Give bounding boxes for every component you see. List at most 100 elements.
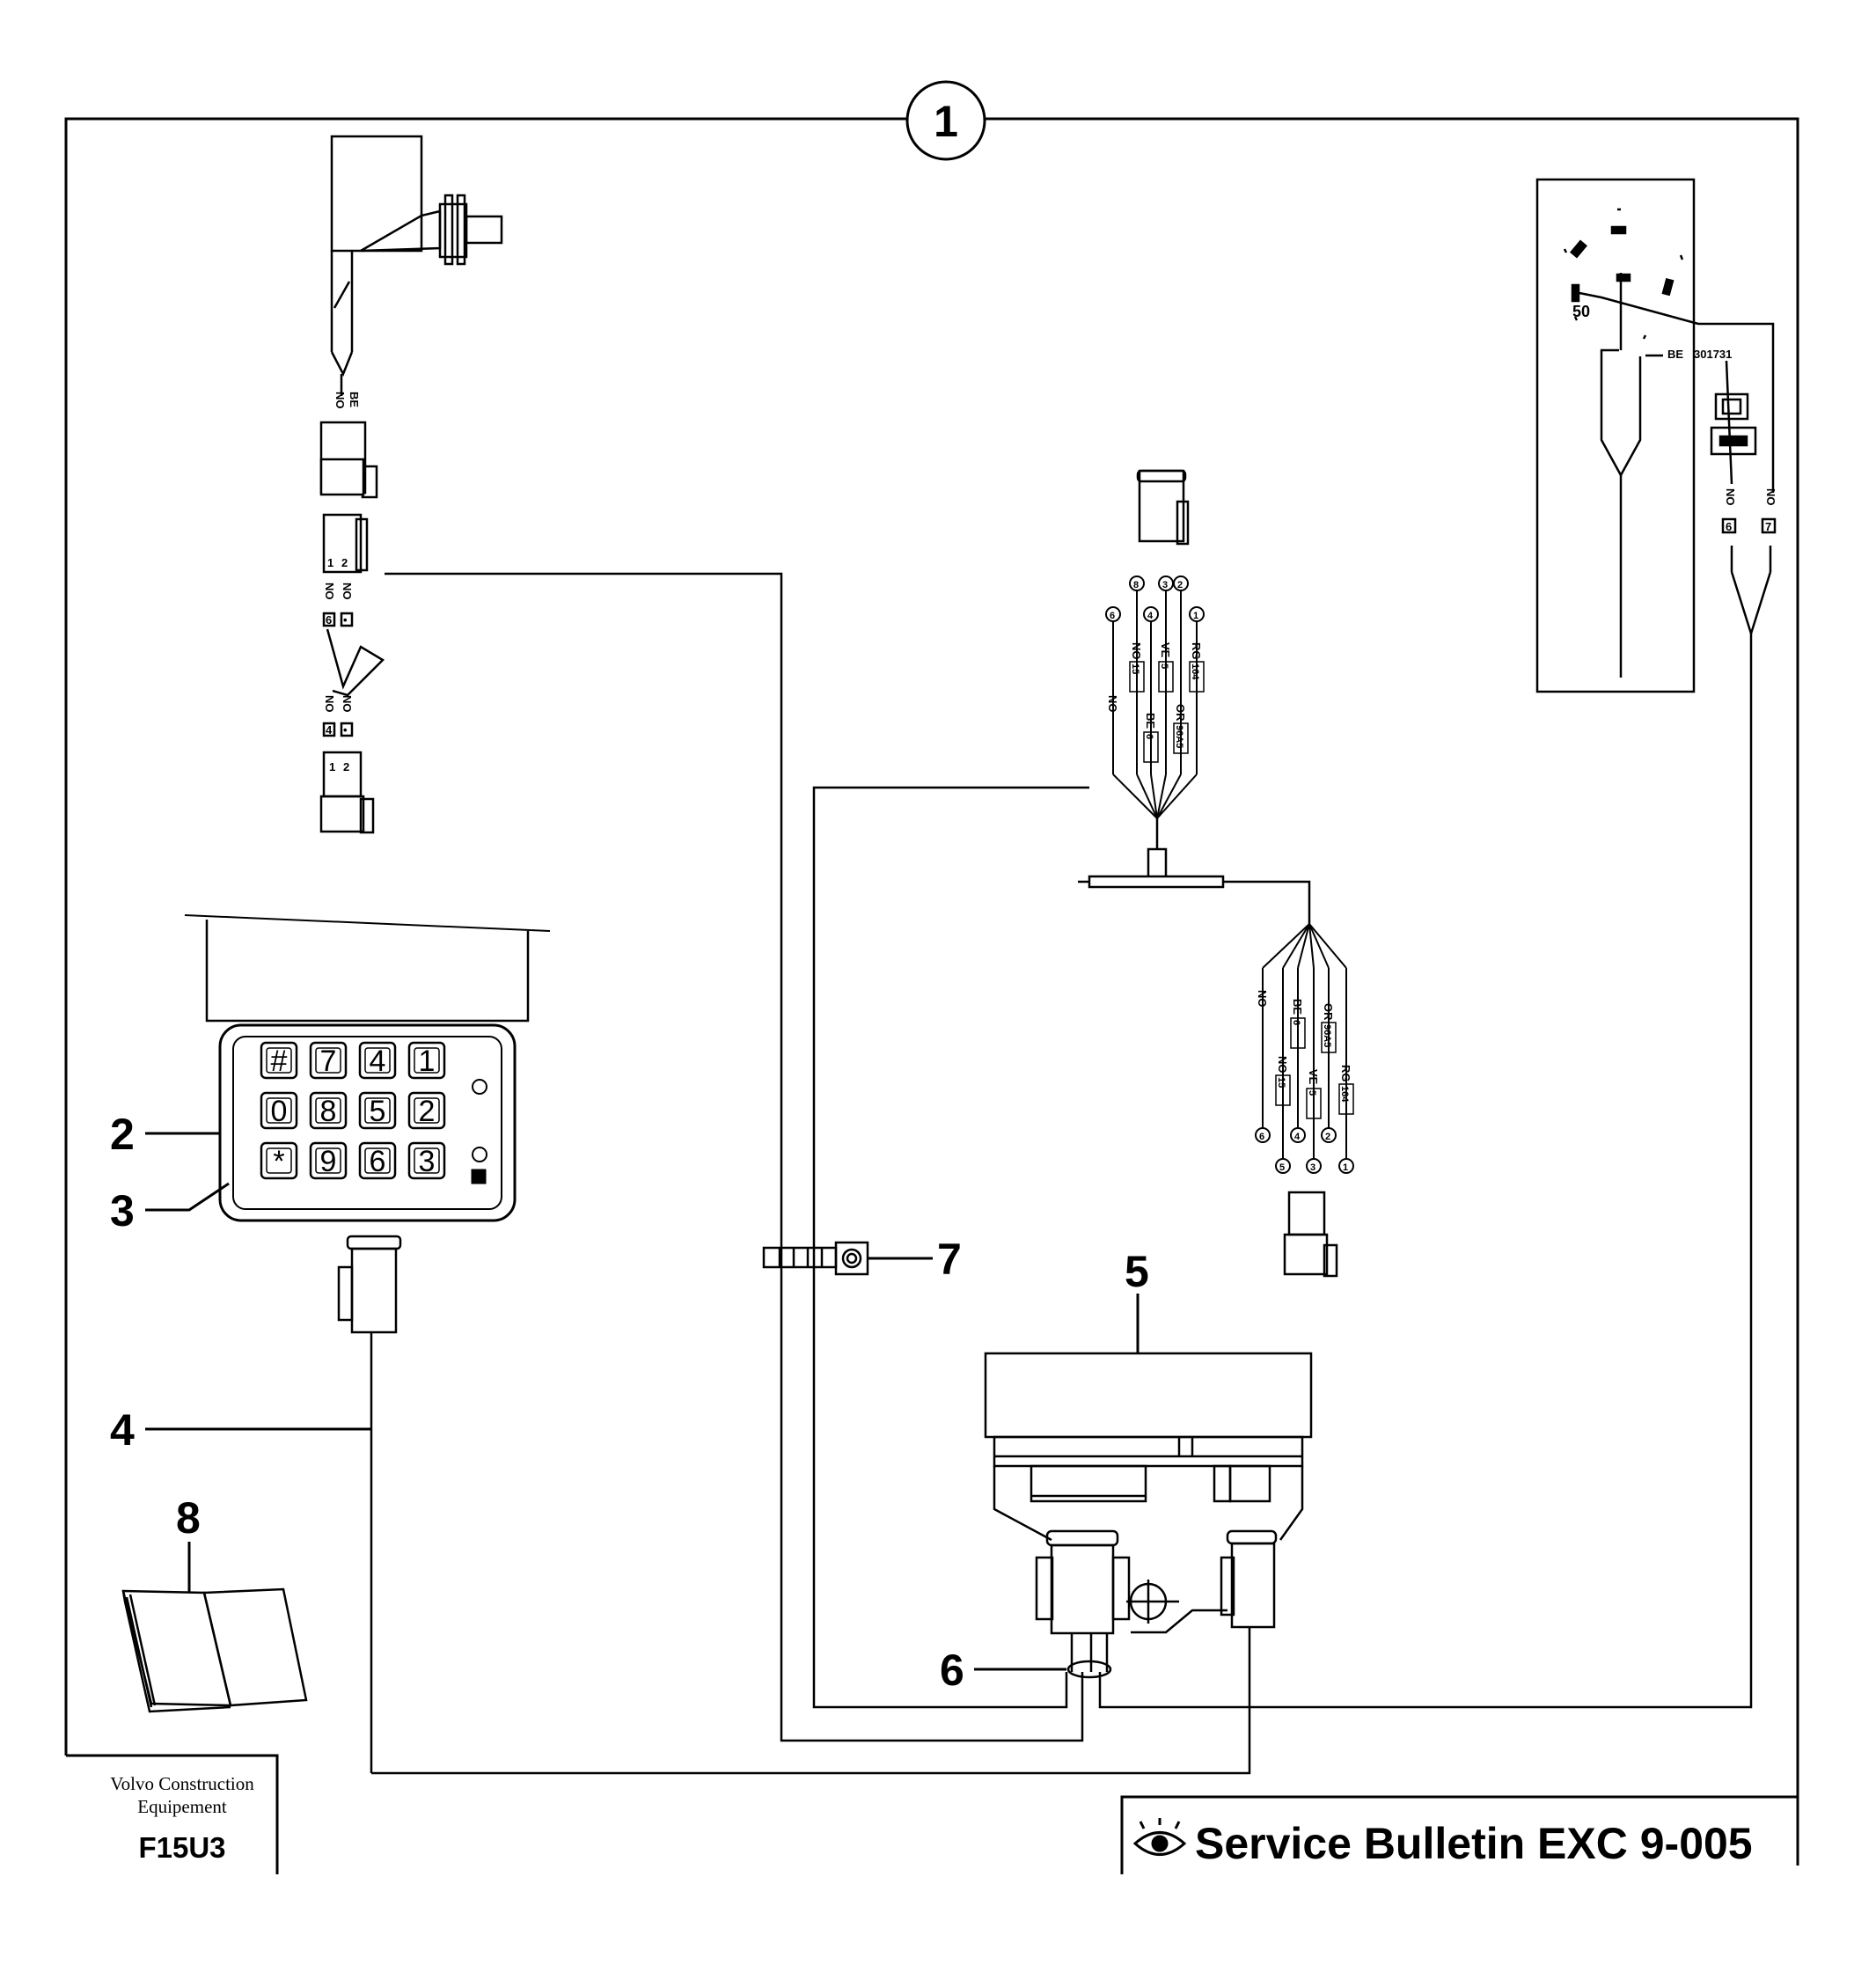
upper-wire-code: 164 (1190, 663, 1200, 680)
upper-pin: 3 (1162, 580, 1168, 590)
keypad-key[interactable]: 5 (358, 1091, 397, 1130)
callout-6: 6 (940, 1646, 964, 1695)
callout-5: 5 (1125, 1247, 1149, 1296)
lower-pin: 6 (1259, 1132, 1264, 1142)
switch-part-number: 301731 (1694, 348, 1732, 361)
callout-2: 2 (110, 1110, 135, 1159)
upper-wire-color: OR (1174, 704, 1187, 722)
lower-wire-color: RG (1339, 1065, 1352, 1082)
upper-wire-color: VE (1159, 642, 1172, 658)
low-pin-a: 4 (326, 723, 333, 737)
switch-position-label: 50 (1572, 303, 1590, 320)
upper-wire-code-box: 15 (1129, 661, 1145, 693)
keypad-key[interactable]: 9 (309, 1141, 348, 1180)
lower-pin: 4 (1294, 1132, 1301, 1142)
keypad-key-label: 3 (419, 1145, 436, 1178)
upper-wire-code: 96A5 (1174, 725, 1184, 748)
keypad-key-label: 6 (370, 1145, 386, 1178)
low-wire-a: NO (323, 695, 336, 713)
plug-pin-2: 2 (341, 556, 348, 569)
sensor-wire-no: NO (333, 392, 347, 409)
harness-routes (371, 572, 1753, 1775)
keypad-key-label: 2 (419, 1095, 436, 1128)
upper-pin: 1 (1193, 611, 1198, 621)
upper-wire-code: 6 (1144, 734, 1154, 739)
switch-wire-1: NO (1724, 488, 1737, 506)
company-name-line2: Equipement (137, 1796, 227, 1817)
lower-wire-code-box: 164 (1338, 1083, 1354, 1115)
callout-7: 7 (937, 1235, 962, 1284)
upper-wire-color: RG (1190, 642, 1203, 660)
keypad-key[interactable]: 1 (407, 1041, 446, 1080)
upper-wire-code: 5 (1159, 663, 1169, 669)
keypad-key[interactable]: * (260, 1141, 298, 1180)
lower-wire-color: NO (1276, 1056, 1289, 1074)
bottom-plug-pin-1: 1 (329, 760, 335, 773)
lower-wire-color: VE (1307, 1069, 1320, 1085)
drawing-frame: 1 (64, 80, 1799, 1866)
keypad-key[interactable]: 6 (358, 1141, 397, 1180)
upper-pin: 4 (1147, 611, 1154, 621)
lower-wire-code-box: 15 (1275, 1074, 1291, 1106)
bottom-plug-pin-2: 2 (343, 760, 349, 773)
switch-wire-be: BE (1667, 348, 1683, 361)
lower-wire-color: BE (1291, 999, 1304, 1015)
upper-wire-code-box: 5 (1158, 661, 1174, 693)
keypad-connector (337, 1235, 402, 1773)
keypad-key-label: 7 (320, 1045, 337, 1078)
mid-wire-a: NO (323, 583, 336, 600)
upper-wire-color: BE (1144, 713, 1157, 729)
upper-wire-code-box: 164 (1189, 661, 1205, 693)
upper-pin: 8 (1133, 580, 1139, 590)
lower-pin: 5 (1279, 1162, 1285, 1173)
callout-4: 4 (110, 1405, 135, 1455)
upper-wire-code-box: 6 (1143, 731, 1159, 763)
sensor-assembly: NO BE 1 2 NO NO 6 • NO NO 4 • 1 2 (319, 135, 503, 834)
lower-pin: 3 (1310, 1162, 1315, 1173)
book-icon (121, 1587, 308, 1713)
leader-3 (145, 1182, 230, 1212)
upper-wire-code-box: 96A5 (1173, 722, 1189, 754)
callout-1: 1 (934, 97, 958, 146)
company-name-line1: Volvo Construction (110, 1773, 254, 1794)
keypad-key[interactable]: 4 (358, 1041, 397, 1080)
keypad-key-label: * (273, 1145, 284, 1178)
bulletin-title: Service Bulletin EXC 9-005 (1195, 1819, 1753, 1868)
keypad-key-label: # (271, 1045, 288, 1078)
keypad-key[interactable]: 3 (407, 1141, 446, 1180)
title-block: Volvo Construction Equipement F15U3 Serv… (66, 1754, 1798, 1874)
lower-wire-code-box: 6 (1290, 1017, 1306, 1049)
upper-wire-color: NO (1106, 695, 1119, 713)
lower-wire-code-box: 96A5 (1321, 1022, 1337, 1053)
lower-wire-code: 96A5 (1322, 1024, 1332, 1047)
lower-wire-color: OR (1322, 1003, 1335, 1021)
lower-wire-code: 6 (1291, 1020, 1301, 1025)
eye-icon (1132, 1818, 1187, 1856)
lower-wire-code: 164 (1339, 1086, 1350, 1103)
lower-pin: 2 (1325, 1132, 1330, 1142)
ignition-switch: 50 BE 301731 NO NO 6 7 (1535, 178, 1777, 693)
keypad-key[interactable]: 7 (309, 1041, 348, 1080)
lower-wire-code: 15 (1276, 1077, 1286, 1088)
switch-pin-2: 7 (1765, 520, 1771, 533)
mid-pin-a: 6 (326, 613, 332, 627)
lower-wire-code: 5 (1307, 1090, 1317, 1096)
keypad-key[interactable]: # (260, 1041, 298, 1080)
keypad-key[interactable]: 2 (407, 1091, 446, 1130)
drawing-code: F15U3 (138, 1831, 225, 1864)
keypad-key-label: 4 (370, 1045, 386, 1078)
low-wire-b: NO (341, 695, 354, 713)
keypad-key[interactable]: 0 (260, 1091, 298, 1130)
ecu-unit (984, 1352, 1313, 1679)
upper-wire-code: 15 (1130, 663, 1140, 674)
switch-pin-1: 6 (1726, 520, 1732, 533)
callout-3: 3 (110, 1186, 135, 1235)
lower-wire-color: NO (1256, 990, 1269, 1008)
mid-wire-b: NO (341, 583, 354, 600)
keypad-key[interactable]: 8 (309, 1091, 348, 1130)
